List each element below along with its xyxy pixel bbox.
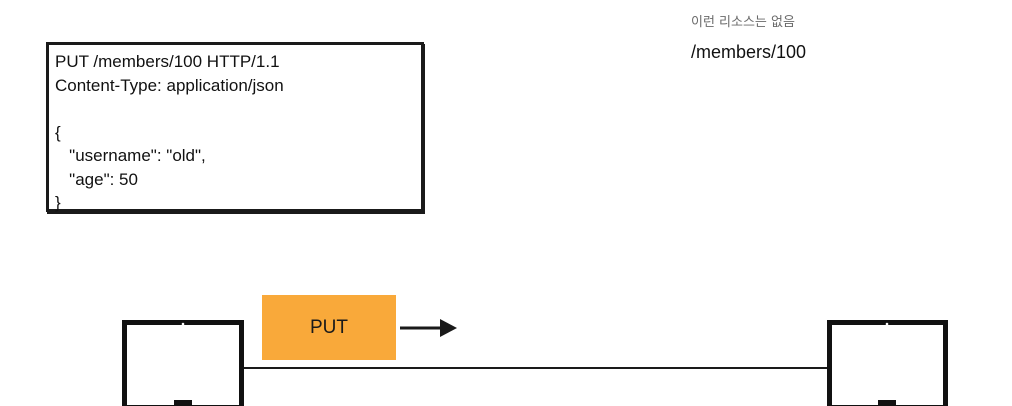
resource-path-label: /members/100 [691, 42, 807, 62]
server-monitor-icon [827, 320, 948, 406]
json-age-field: "age": 50 [55, 169, 138, 189]
client-monitor-icon [122, 320, 244, 406]
request-line: PUT /members/100 HTTP/1.1 [55, 52, 280, 71]
arrow-right-icon [400, 319, 457, 337]
json-close-brace: } [55, 193, 61, 212]
json-open-brace: { [55, 122, 61, 142]
content-type-header: Content-Type: application/json [55, 75, 284, 95]
resource-status-caption: 이런 리소스는 없음 [691, 15, 795, 30]
method-label: PUT [310, 316, 348, 338]
http-request-message: PUT /members/100 HTTP/1.1 Content-Type: … [46, 42, 424, 212]
put-method-box: PUT [262, 295, 396, 360]
json-username-field: "username": "old", [55, 146, 206, 165]
